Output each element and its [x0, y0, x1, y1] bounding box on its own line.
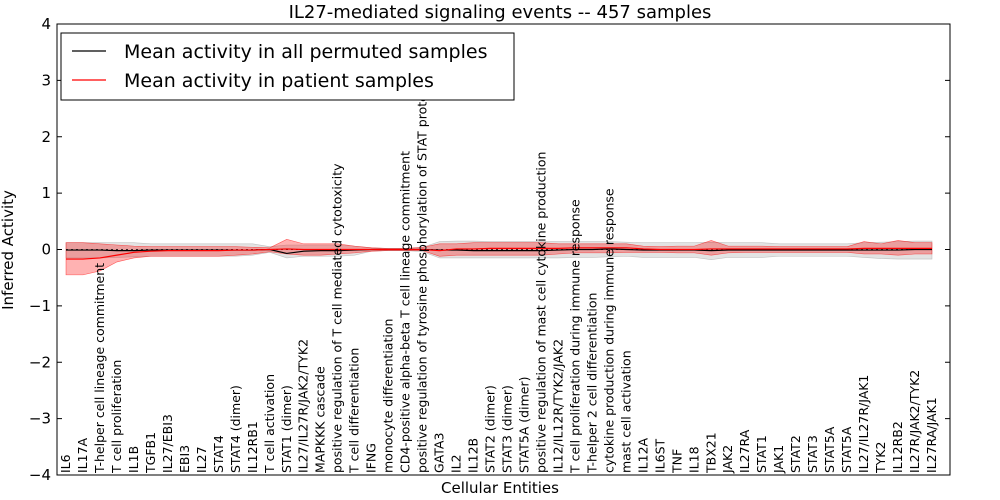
x-tick-label: T cell proliferation during immune respo… — [567, 199, 582, 474]
x-tick-label: IL12/IL12R/TYK2/JAK2 — [550, 339, 565, 473]
x-axis-label: Cellular Entities — [441, 479, 559, 497]
legend-label-patient: Mean activity in patient samples — [124, 70, 434, 92]
x-tick-label: mast cell activation — [618, 350, 633, 473]
x-tick-label: TYK2 — [873, 442, 888, 474]
x-tick-label: IL6 — [58, 454, 73, 473]
x-tick-label: STAT1 — [754, 435, 769, 473]
x-tick-label: monocyte differentiation — [381, 319, 396, 473]
bands-layer — [65, 239, 933, 276]
y-tick-label: 1 — [41, 184, 51, 202]
x-tick-label: IL27R/JAK2/TYK2 — [907, 370, 922, 473]
x-tick-label: IL1B — [126, 446, 141, 473]
x-tick-label: STAT3 — [805, 435, 820, 473]
x-tick-label: EBI3 — [177, 445, 192, 473]
legend: Mean activity in all permuted samples Me… — [60, 32, 515, 101]
legend-label-permuted: Mean activity in all permuted samples — [124, 41, 487, 63]
chart-title: IL27-mediated signaling events -- 457 sa… — [289, 2, 712, 23]
x-tick-label: IL27/IL27R/JAK2/TYK2 — [296, 339, 311, 473]
x-tick-label: STAT2 (dimer) — [483, 385, 498, 473]
x-tick-label: CD4-positive alpha-beta T cell lineage c… — [398, 151, 413, 473]
x-tick-label: IL2 — [449, 454, 464, 473]
x-tick-label: STAT4 (dimer) — [228, 385, 243, 473]
x-tick-label: positive regulation of T cell mediated c… — [330, 163, 345, 473]
x-tick-label: IL6ST — [652, 438, 667, 473]
x-tick-label: TNF — [669, 449, 684, 474]
y-tick-label: 2 — [41, 128, 51, 146]
x-tick-label: T-helper 2 cell differentiation — [584, 293, 599, 474]
x-tick-label: IL12RB2 — [890, 421, 905, 473]
x-tick-label: T-helper cell lineage commitment — [92, 263, 107, 474]
y-tick-label: −1 — [29, 297, 51, 315]
y-axis-label: Inferred Activity — [0, 190, 17, 310]
x-tick-label: STAT5A — [822, 426, 837, 473]
y-tick-label: 3 — [41, 71, 51, 89]
x-tick-label: IL27RA — [737, 429, 752, 473]
x-tick-label: TGFB1 — [143, 432, 158, 474]
x-tick-label: positive regulation of tyrosine phosphor… — [415, 83, 430, 473]
band-patient — [65, 239, 933, 276]
y-tick-label: −2 — [29, 353, 51, 371]
lines-layer — [66, 247, 932, 260]
x-tick-label: JAK2 — [720, 445, 735, 474]
x-tick-label: T cell differentiation — [347, 348, 362, 474]
x-tick-label: IL12A — [635, 437, 650, 473]
x-tick-label: STAT2 — [788, 435, 803, 473]
x-tick-label: STAT5A (dimer) — [516, 377, 531, 473]
x-tick-label: STAT5A — [839, 426, 854, 473]
x-tick-label: T cell activation — [262, 374, 277, 474]
legend-box — [60, 32, 515, 101]
x-tick-label: IL27RA/JAK1 — [924, 397, 939, 473]
x-tick-label: MAPKKK cascade — [313, 366, 328, 473]
x-tick-label: GATA3 — [432, 433, 447, 473]
x-tick-label: STAT3 (dimer) — [499, 385, 514, 473]
x-tick-label: STAT1 (dimer) — [279, 385, 294, 473]
x-tick-label: IL12RB1 — [245, 421, 260, 473]
x-tick-label: IL12B — [466, 438, 481, 473]
y-axis: 4 3 2 1 0 −1 −2 −3 −4 — [29, 15, 950, 484]
y-tick-label: 4 — [41, 15, 51, 33]
x-tick-label: IL27/EBI3 — [160, 414, 175, 473]
x-tick-label: IL27 — [194, 446, 209, 473]
x-tick-label: positive regulation of mast cell cytokin… — [533, 152, 548, 473]
x-tick-label: IFNG — [364, 443, 379, 473]
x-tick-label: T cell proliferation — [109, 360, 124, 474]
x-tick-label: IL27/IL27R/JAK1 — [856, 375, 871, 473]
y-tick-label: −3 — [29, 410, 51, 428]
y-tick-label: 0 — [41, 241, 51, 259]
x-tick-label: IL17A — [75, 437, 90, 473]
x-tick-label: TBX21 — [703, 432, 718, 474]
x-tick-label: STAT4 — [211, 435, 226, 473]
series-line-patient — [66, 247, 932, 260]
x-tick-label: JAK1 — [771, 445, 786, 474]
x-tick-label: IL18 — [686, 446, 701, 473]
x-tick-label: cytokine production during immune respon… — [601, 188, 616, 473]
y-tick-label: −4 — [29, 466, 51, 484]
